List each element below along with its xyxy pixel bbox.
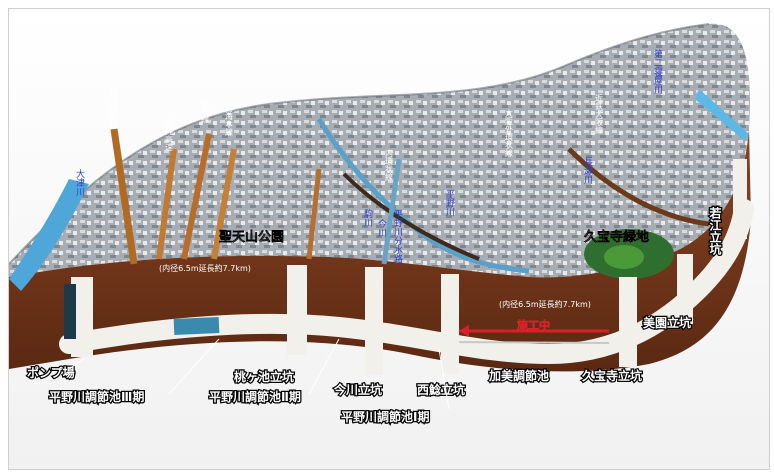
- phase3-label: 平野川調節池Ⅲ期: [49, 389, 144, 404]
- imagawa-river-label: 今川: [376, 218, 387, 237]
- road-1: [110, 128, 138, 265]
- shoten-park-label: 聖天山公園: [219, 229, 284, 245]
- shaft-imagawa: [365, 267, 383, 375]
- hiranobunsen-label: 平野川分水路: [392, 209, 403, 264]
- mido-label: 美園立坑: [643, 315, 691, 330]
- phase2-label: 平野川調節池Ⅱ期: [209, 389, 301, 404]
- tunnel-note-2: (内径6.5m延長約7.7km): [499, 299, 591, 309]
- imagawa-shaft-label: 今川立坑: [333, 382, 382, 397]
- shaft-nishikanda: [441, 274, 459, 374]
- road-label-5: 内環状線: [385, 148, 394, 181]
- tunnel-note: (内径6.5m延長約7.7km): [159, 263, 251, 273]
- shaft-mido: [677, 254, 693, 324]
- diagram-frame: 施工中 (内径6.5m延長約7.7km) (内径6.5m延長約7.7km) 聖天…: [8, 8, 770, 470]
- road-label-4: 南海本線: [225, 103, 234, 136]
- kamikanda-label: 加美調節池: [488, 368, 549, 383]
- wakae-label: 若江立坑: [708, 206, 722, 256]
- otsu-river-label: 大津川: [74, 168, 85, 196]
- river-curve: [316, 117, 530, 274]
- shaft-pump: [71, 277, 93, 357]
- road-2: [156, 148, 177, 260]
- road-5: [306, 168, 322, 260]
- road-label-7: 近鉄大阪線: [595, 93, 604, 134]
- road-label-6: 大阪外環状線: [505, 108, 514, 157]
- construction-label: 施工中: [517, 318, 550, 332]
- road-4: [211, 148, 237, 260]
- nagase-label: 長瀬川: [582, 157, 593, 184]
- soil-section: [9, 129, 751, 372]
- pump-label: ポンプ場: [27, 365, 75, 380]
- tunnel-diagram: 施工中 (内径6.5m延長約7.7km) (内径6.5m延長約7.7km) 聖天…: [9, 9, 769, 469]
- komagawa-label: 駒川: [362, 208, 373, 227]
- shaft-kuhoji: [619, 277, 637, 367]
- construction-arrow: [459, 325, 609, 337]
- phase1-label: 平野川調節池Ⅰ期: [341, 409, 429, 424]
- road-label-2: 阪神高速: [165, 119, 174, 152]
- shaft-wakae: [733, 159, 747, 239]
- momogaike-label: 桃ヶ池立坑: [234, 369, 294, 384]
- shaft-momogaike: [287, 265, 307, 355]
- komagawa-river: [342, 172, 480, 261]
- daini-neya-label: 第二寝屋川: [652, 48, 663, 94]
- road-3: [181, 133, 212, 260]
- road-6: [381, 158, 402, 265]
- hirano-label: 平野川: [444, 189, 455, 216]
- nishikanda-label: 西鯰立坑: [417, 382, 465, 397]
- kuhoji-shaft-label: 久宝寺立坑: [582, 368, 642, 383]
- otsu-river: [9, 179, 89, 291]
- daini-neya-river: [695, 89, 749, 141]
- kyuhoji-park-label: 久宝寺緑地: [584, 229, 649, 245]
- road-label-3: 阪和線: [201, 99, 210, 123]
- road-label-1: 南海高野線: [110, 88, 119, 129]
- main-tunnel: [59, 199, 754, 365]
- pump-station: [64, 284, 76, 339]
- brown-road: [567, 147, 710, 227]
